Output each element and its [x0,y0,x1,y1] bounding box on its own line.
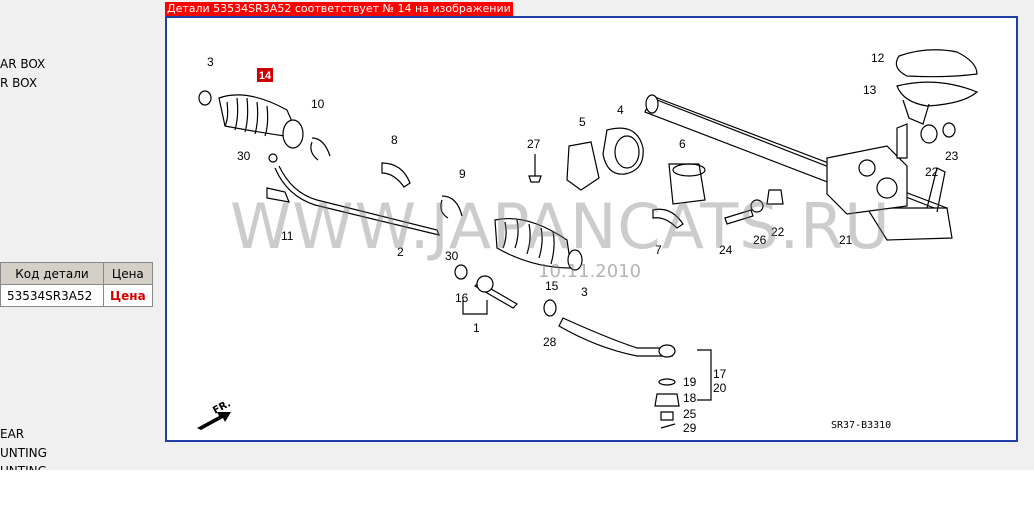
callout-26: 26 [753,233,767,247]
watermark-date: 10.11.2010 [538,261,642,282]
callout-2: 2 [397,245,404,259]
callout-5: 5 [579,115,586,129]
callout-8: 8 [391,133,398,147]
callout-11: 11 [281,229,294,243]
callout-19: 19 [683,375,697,389]
header-price: Цена [103,262,153,285]
match-banner: Детали 53534SR3A52 соответствует № 14 на… [165,2,513,16]
callout-28: 28 [543,335,557,349]
callout-29: 29 [683,421,697,435]
callout-12: 12 [871,51,885,65]
callout-17: 17 [713,367,727,381]
callout-16: 16 [455,291,469,305]
callout-30b: 30 [445,249,459,263]
header-part-code: Код детали [0,262,104,285]
callout-21: 21 [839,233,853,247]
diagram-callouts: 3 10 30 11 8 2 9 30 16 1 27 5 15 3 4 28 … [207,51,959,435]
callout-14: 14 [259,70,272,82]
left-label-2[interactable]: R BOX [0,76,38,90]
callout-27: 27 [527,137,541,151]
parts-diagram[interactable]: 14 3 10 30 11 8 2 9 30 16 1 27 5 15 3 4 … [165,16,1018,442]
callout-15: 15 [545,279,559,293]
callout-10: 10 [311,97,325,111]
callout-1: 1 [473,321,480,335]
price-link[interactable]: Цена [103,284,153,307]
callout-3b: 3 [581,285,588,299]
left-label-5[interactable]: UNTING [0,464,47,470]
callout-13: 13 [863,83,877,97]
callout-18: 18 [683,391,697,405]
callout-7: 7 [655,243,662,257]
callout-22b: 22 [925,165,939,179]
callout-24: 24 [719,243,733,257]
callout-9: 9 [459,167,466,181]
left-label-4[interactable]: UNTING [0,446,47,460]
callout-22: 22 [771,225,785,239]
diagram-drawing: 14 [197,49,979,430]
callout-30: 30 [237,149,251,163]
callout-20: 20 [713,381,727,395]
part-code-cell[interactable]: 53534SR3A52 [0,284,104,307]
callout-6: 6 [679,137,686,151]
callout-23: 23 [945,149,959,163]
callout-25: 25 [683,407,697,421]
callout-4: 4 [617,103,624,117]
parts-table: Код детали Цена 53534SR3A52 Цена [0,262,153,307]
front-direction-label: FR. [211,398,233,416]
left-label-3[interactable]: EAR [0,427,25,441]
diagram-code: SR37-B3310 [831,420,891,431]
left-label-1[interactable]: AR BOX [0,57,46,71]
watermark: WWW.JAPANCATS.RU [230,190,891,263]
callout-3: 3 [207,55,214,69]
